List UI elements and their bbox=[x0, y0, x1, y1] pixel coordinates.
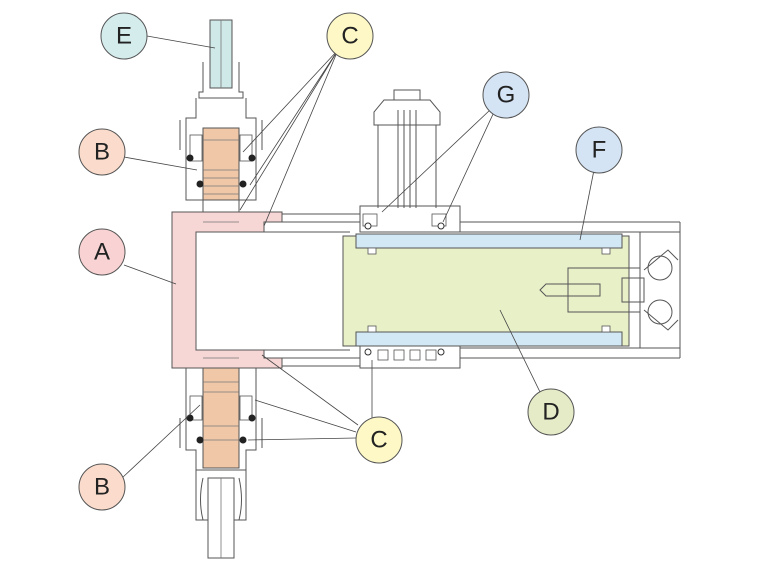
linkage-outline bbox=[264, 213, 360, 367]
bottom-shaft-assembly bbox=[179, 367, 263, 559]
callout-D: D bbox=[527, 388, 575, 436]
rod-end bbox=[539, 249, 679, 331]
callout-A: A bbox=[78, 228, 126, 276]
callout-B-top: B bbox=[78, 128, 126, 176]
bearing-B-bottom bbox=[202, 367, 240, 469]
callout-label-C-top: C bbox=[341, 23, 358, 50]
top-shaft-assembly bbox=[179, 19, 263, 213]
sleeve-F-bottom bbox=[355, 331, 623, 347]
callout-label-A: A bbox=[94, 239, 110, 266]
callout-label-E: E bbox=[116, 23, 132, 50]
sleeve-F-top bbox=[355, 233, 623, 249]
callout-label-G: G bbox=[497, 82, 516, 109]
callout-label-C-bottom: C bbox=[370, 427, 387, 454]
callout-B-bottom: B bbox=[78, 463, 126, 511]
yoke-A bbox=[171, 211, 283, 369]
piston-D bbox=[342, 235, 630, 347]
bottom-bracket bbox=[359, 345, 461, 369]
callout-G: G bbox=[482, 71, 530, 119]
callout-label-F: F bbox=[592, 137, 607, 164]
top-bracket bbox=[359, 89, 461, 233]
callout-label-B-bottom: B bbox=[94, 474, 110, 501]
callout-E: E bbox=[100, 12, 148, 60]
callout-label-B-top: B bbox=[94, 139, 110, 166]
callout-label-D: D bbox=[542, 399, 559, 426]
callout-C-bottom: C bbox=[355, 416, 403, 464]
leader-lines bbox=[121, 35, 595, 479]
bearing-B-top bbox=[202, 127, 240, 209]
callout-C-top: C bbox=[326, 12, 374, 60]
callout-F: F bbox=[575, 126, 623, 174]
